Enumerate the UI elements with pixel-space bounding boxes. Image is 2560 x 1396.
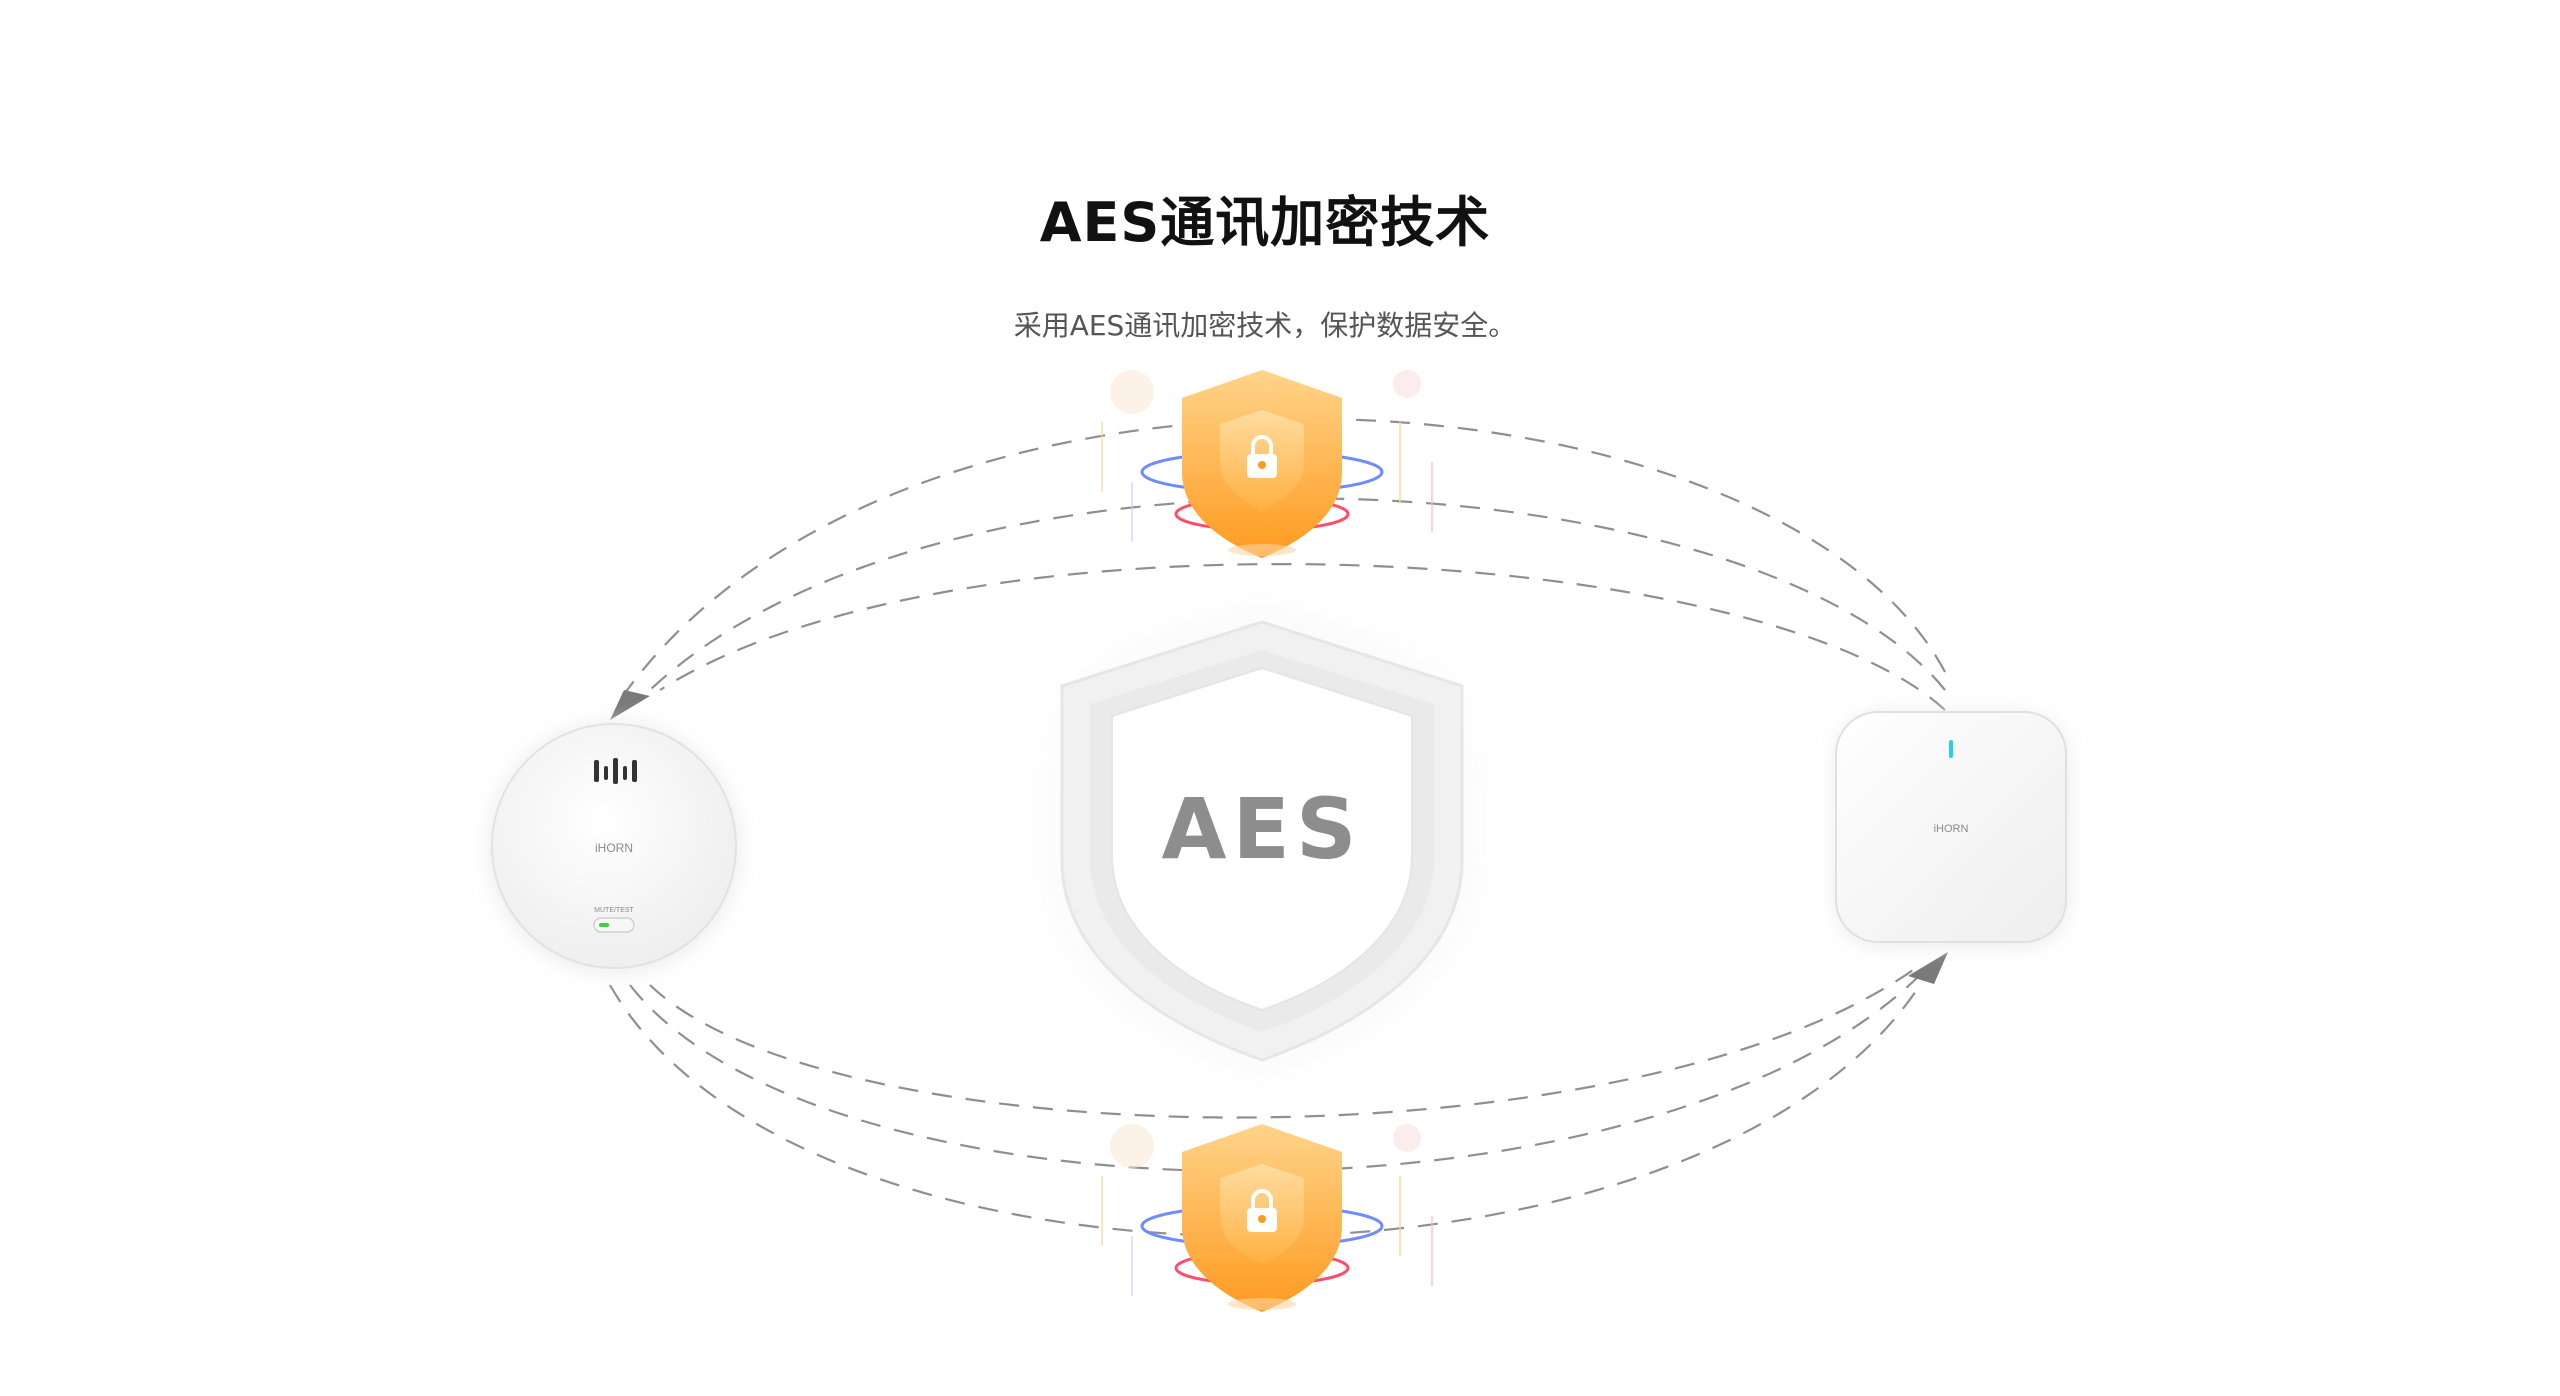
page-subtitle: 采用AES通讯加密技术，保护数据安全。 bbox=[1013, 309, 1517, 342]
sound-grille-icon bbox=[594, 758, 637, 784]
arrow-head-icon bbox=[1908, 952, 1948, 984]
right-device-brand: iHORN bbox=[1934, 823, 1969, 835]
page-title: AES通讯加密技术 bbox=[1039, 191, 1491, 254]
left-device-brand: iHORN bbox=[595, 841, 633, 855]
arrow-head-icon bbox=[610, 690, 650, 720]
status-led-cyan bbox=[1949, 740, 1953, 758]
lock-icon bbox=[1247, 1189, 1277, 1232]
lock-badge-bottom bbox=[1101, 1124, 1433, 1312]
mute-test-label: MUTE/TEST bbox=[594, 907, 634, 914]
mute-test-button bbox=[593, 917, 635, 933]
status-led-green bbox=[599, 923, 609, 927]
center-shield: AES bbox=[1034, 592, 1490, 1086]
lock-icon bbox=[1247, 435, 1277, 478]
right-device-gateway: iHORN bbox=[1835, 711, 2068, 946]
left-device-detector: iHORN MUTE/TEST bbox=[488, 722, 740, 974]
lock-badge-top bbox=[1101, 370, 1433, 558]
aes-label: AES bbox=[1162, 780, 1363, 878]
